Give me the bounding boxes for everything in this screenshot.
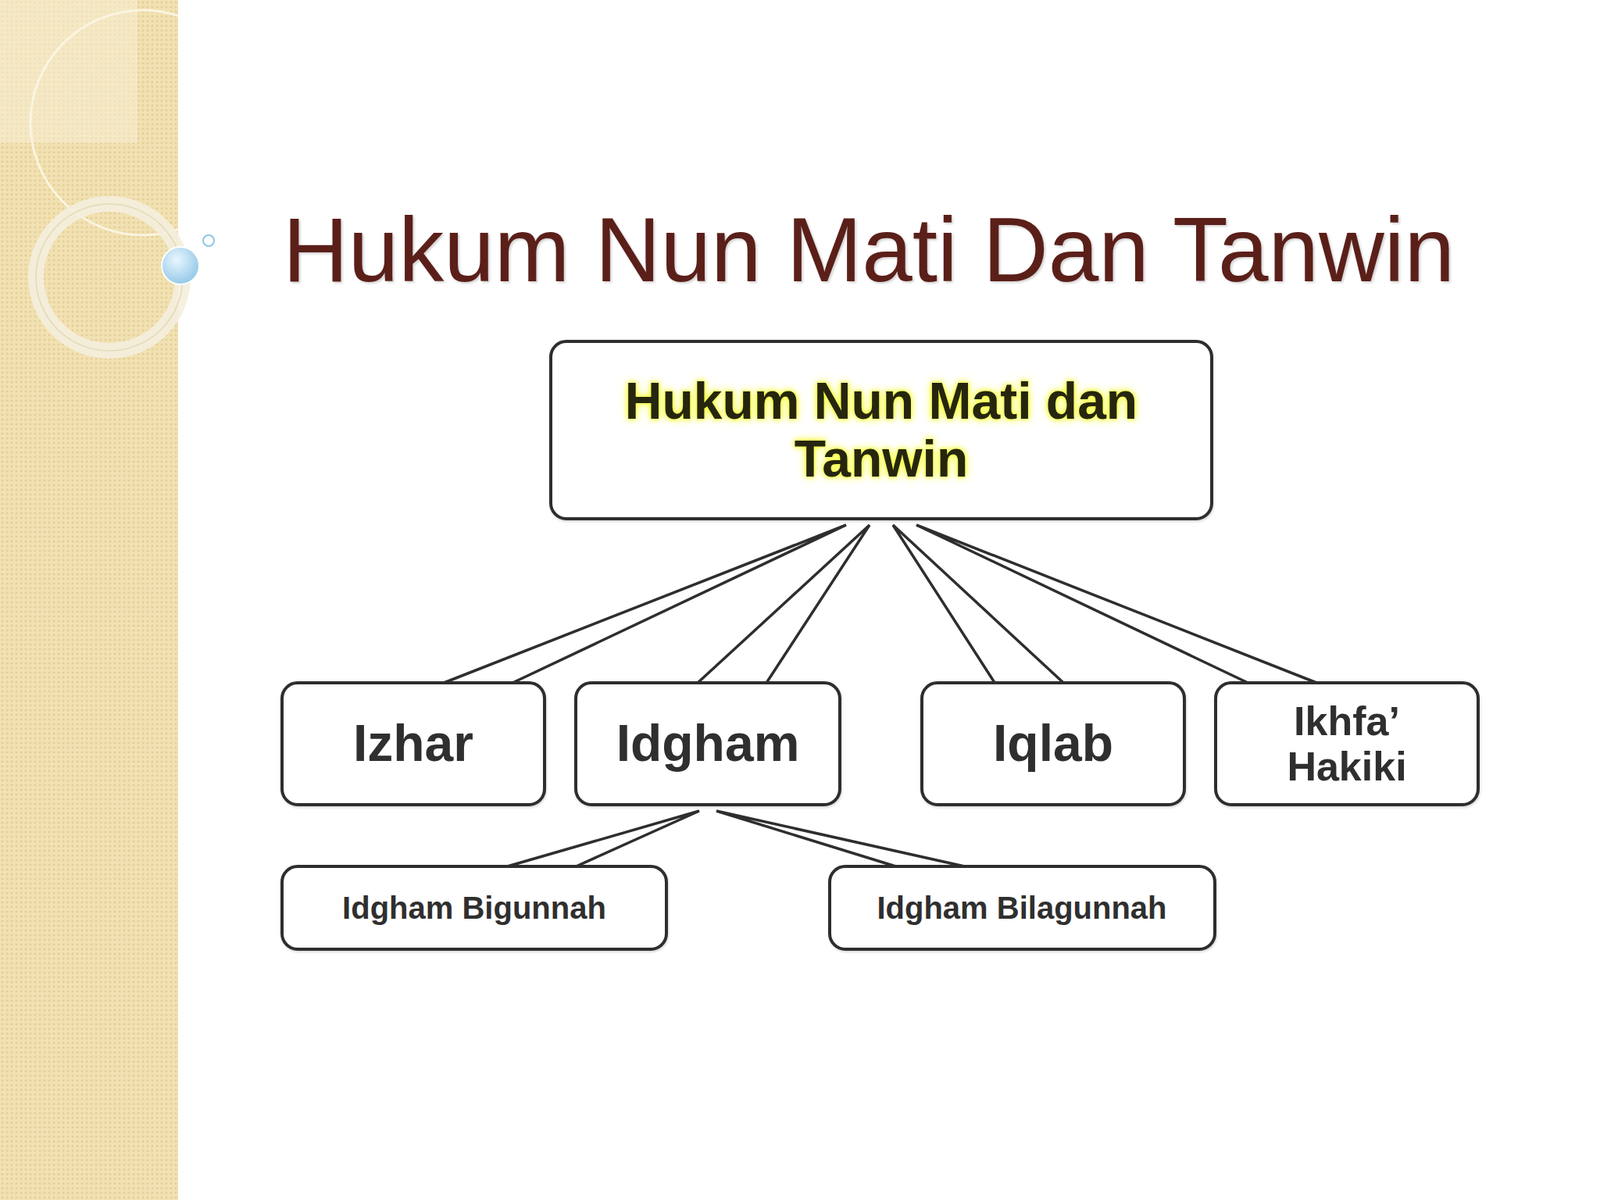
node-label: Idgham Bigunnah — [342, 890, 607, 926]
deco-ring — [35, 203, 183, 351]
subrule-box: Idgham Bilagunnah — [828, 864, 1217, 951]
rule-box: Iqlab — [920, 681, 1186, 807]
wedge-connector — [443, 525, 847, 683]
wedge-connector — [697, 525, 870, 683]
deco-dot — [203, 235, 215, 247]
node-label: Izhar — [353, 714, 474, 773]
rule-box: Idgham — [574, 681, 842, 807]
deco-ring-edge — [35, 203, 183, 351]
wedge-connector — [507, 810, 700, 867]
light-patch — [0, 0, 138, 143]
decoration — [0, 0, 313, 469]
root-box: Hukum Nun Mati dan Tanwin — [549, 339, 1214, 521]
slide-title: Hukum Nun Mati Dan Tanwin — [282, 204, 1455, 296]
node-label: Ikhfa’ Hakiki — [1257, 698, 1437, 790]
deco-bubble — [161, 246, 200, 285]
subrule-box: Idgham Bigunnah — [280, 864, 668, 951]
rule-box: Izhar — [280, 681, 547, 807]
wedge-connector — [716, 810, 965, 867]
side-panel — [0, 0, 179, 1200]
node-label: Idgham — [616, 714, 800, 773]
wedge-connector — [916, 525, 1317, 683]
node-label: Iqlab — [992, 714, 1114, 773]
node-label: Hukum Nun Mati dan Tanwin — [623, 372, 1140, 489]
rule-box: Ikhfa’ Hakiki — [1214, 681, 1480, 807]
node-label: Idgham Bilagunnah — [876, 890, 1167, 926]
